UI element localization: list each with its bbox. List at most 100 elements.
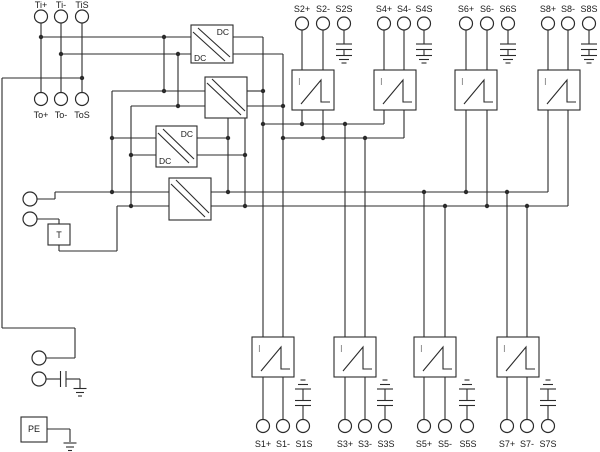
terminal-label-s6-minus: S6- [480, 4, 494, 14]
ramp-glyph [505, 345, 535, 372]
terminal-label-ti-minus: Ti- [56, 0, 66, 10]
top-terminal-circles [294, 16, 597, 31]
dc-label: DC [159, 156, 171, 166]
bus-wiring [55, 110, 569, 207]
terminal-label-s1-shield: S1S [295, 439, 312, 449]
ramp-glyph [422, 345, 452, 372]
terminal-aux-2 [22, 211, 38, 227]
terminal-label-s8-minus: S8- [561, 4, 575, 14]
terminal-label-s5-shield: S5S [459, 439, 476, 449]
junction-dot [484, 203, 490, 209]
terminal-s1-plus [255, 418, 271, 434]
isolator-box [204, 76, 248, 119]
terminal-s8-minus [560, 16, 576, 31]
terminal-aux-1 [22, 191, 38, 207]
terminal-label-s1-minus: S1- [276, 439, 290, 449]
terminal-labels: Ti+ Ti- TiS To+ To- ToS S2+ S2- S2S S4+ … [34, 0, 598, 449]
terminal-s6-shield [500, 16, 516, 31]
current-input-label: I [298, 77, 301, 88]
amplifier-s5: I [413, 336, 457, 378]
junction-dots [38, 34, 530, 209]
junction-dot [524, 203, 530, 209]
junction-dot [299, 121, 305, 127]
terminal-s7-plus [499, 418, 515, 434]
input-wiring [1, 23, 191, 359]
cap-earth-s4s [416, 30, 432, 64]
current-input-label: I [544, 77, 547, 88]
terminal-label-to-plus: To+ [34, 110, 49, 120]
cap-earth-s1s [295, 379, 311, 420]
current-input-label: I [340, 344, 343, 355]
terminal-label-ti-shield: TiS [75, 0, 88, 10]
ramp-glyph [342, 345, 372, 372]
terminal-label-to-minus: To- [55, 110, 68, 120]
t-box [47, 223, 71, 246]
terminal-s5-plus [416, 418, 432, 434]
dc-label: DC [194, 53, 206, 63]
terminal-label-s4-shield: S4S [415, 4, 432, 14]
terminal-label-s6-plus: S6+ [458, 4, 474, 14]
current-input-label: I [380, 77, 383, 88]
terminal-s7-minus [519, 418, 535, 434]
terminal-aux-4 [31, 371, 47, 387]
channel-wiring [262, 30, 569, 420]
junction-dot [109, 189, 115, 195]
isolator-2 [168, 177, 212, 221]
junction-dot [161, 88, 167, 94]
junction-dot [225, 189, 231, 195]
isolation-diagonal [170, 183, 206, 218]
terminal-label-s4-minus: S4- [397, 4, 411, 14]
amplifier-s1: I [251, 336, 295, 378]
terminal-label-to-shield: ToS [74, 110, 90, 120]
amplifier-s7: I [496, 336, 540, 378]
cap-earth-s2s [336, 30, 352, 64]
junction-dot [38, 34, 44, 40]
terminal-aux-3 [31, 350, 47, 366]
terminal-s1-shield [295, 418, 311, 434]
power-wiring [111, 36, 284, 337]
terminal-label-s6-shield: S6S [499, 4, 516, 14]
ramp-glyph [382, 78, 412, 105]
shield-capacitor-bottom [295, 379, 556, 420]
junction-dot [504, 189, 510, 195]
isolation-diagonal [192, 31, 226, 62]
series-capacitor-symbol [59, 371, 87, 397]
t-label: T [56, 230, 62, 240]
terminal-to-plus [33, 91, 49, 107]
terminal-label-s1-plus: S1+ [255, 439, 271, 449]
ramp-glyph [463, 78, 493, 105]
terminal-s5-minus [437, 418, 453, 434]
dc-label: DC [181, 129, 193, 139]
junction-dot [161, 34, 167, 40]
isolation-diagonal [206, 82, 242, 116]
current-input-label: I [503, 344, 506, 355]
terminal-s8-plus [540, 16, 556, 31]
junction-dot [242, 152, 248, 158]
terminal-s3-plus [337, 418, 353, 434]
terminal-s8-shield [581, 16, 597, 31]
isolation-diagonal [157, 132, 190, 164]
amplifier-box [333, 336, 377, 378]
junction-dot [242, 203, 248, 209]
terminal-label-s7-shield: S7S [539, 439, 556, 449]
junction-dot [442, 203, 448, 209]
isolator-box [168, 177, 212, 221]
pe-terminal-box [20, 416, 48, 443]
terminal-s4-minus [396, 16, 412, 31]
ramp-glyph [260, 345, 290, 372]
current-input-label: I [461, 77, 464, 88]
shield-capacitor-top [336, 30, 597, 64]
terminal-ti-minus [53, 9, 69, 24]
junction-dot [109, 135, 115, 141]
amplifier-s8: I [537, 69, 581, 111]
current-input-label: I [420, 344, 423, 355]
cap-earth-s3s [377, 379, 393, 420]
terminal-to-shield [74, 91, 90, 107]
terminal-s3-minus [357, 418, 373, 434]
terminal-label-s7-minus: S7- [520, 439, 534, 449]
terminal-s1-minus [275, 418, 291, 434]
junction-dot [260, 121, 266, 127]
cap-earth-s6s [500, 30, 516, 64]
converter-box [155, 125, 198, 168]
